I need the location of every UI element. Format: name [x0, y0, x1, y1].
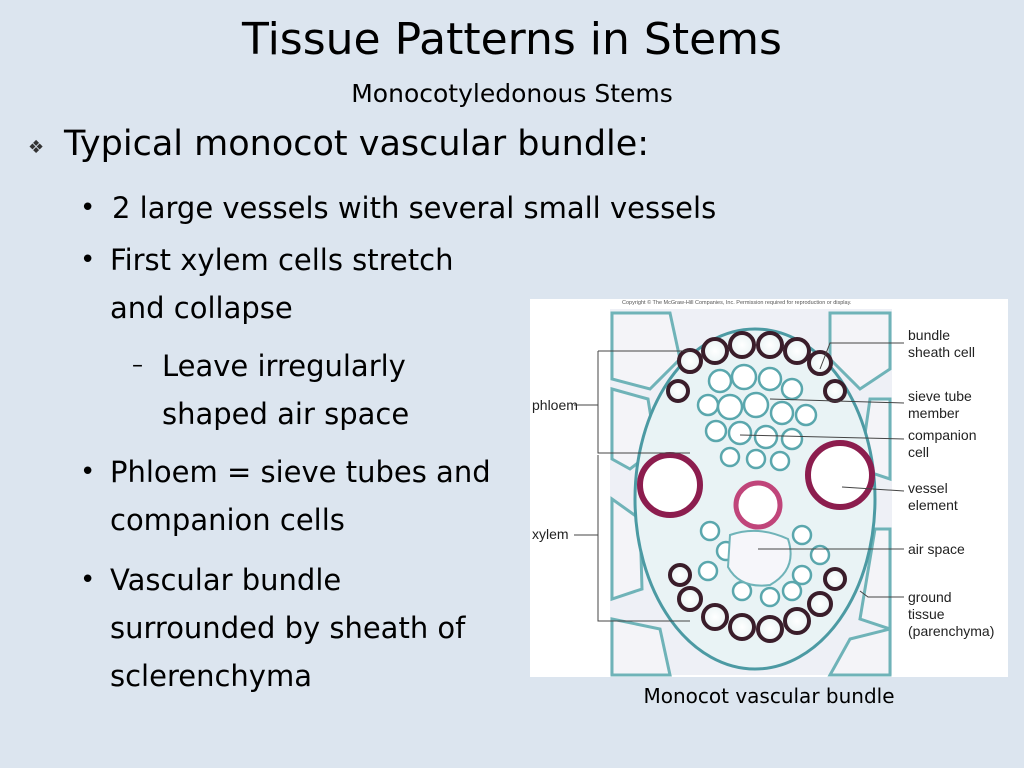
slide-title: Tissue Patterns in Stems	[242, 14, 782, 65]
dash-icon: –	[132, 353, 143, 378]
bullet-text: Phloem = sieve tubes and	[110, 455, 491, 489]
bullet-icon: •	[80, 193, 96, 223]
copyright-notice: Copyright © The McGraw-Hill Companies, I…	[622, 300, 852, 306]
bullet-text: 2 large vessels with several small vesse…	[112, 191, 717, 225]
bullet-text: companion cells	[110, 503, 345, 537]
bullet-text: Vascular bundle	[110, 563, 342, 597]
diamond-bullet-icon: ❖	[28, 137, 45, 158]
sub-bullet-text: shaped air space	[162, 397, 410, 431]
main-bullet: Typical monocot vascular bundle:	[64, 124, 650, 164]
figure-caption: Monocot vascular bundle	[643, 684, 895, 708]
bullet-icon: •	[80, 457, 96, 487]
slide-subtitle: Monocotyledonous Stems	[351, 79, 673, 108]
air-space-label: air space	[908, 541, 965, 557]
micrograph	[574, 309, 905, 677]
bullet-text: surrounded by sheath of	[110, 611, 466, 645]
micrograph-panel	[610, 309, 892, 677]
vascular-bundle-figure: Copyright © The McGraw-Hill Companies, I…	[530, 299, 1008, 677]
sub-bullet-text: Leave irregularly	[162, 349, 406, 383]
phloem-label: phloem	[532, 397, 578, 413]
bullet-text: sclerenchyma	[110, 659, 312, 693]
bullet-text: and collapse	[110, 291, 293, 325]
bullet-icon: •	[80, 565, 96, 595]
xylem-label: xylem	[532, 526, 569, 542]
bullet-icon: •	[80, 245, 96, 275]
bullet-text: First xylem cells stretch	[110, 243, 454, 277]
